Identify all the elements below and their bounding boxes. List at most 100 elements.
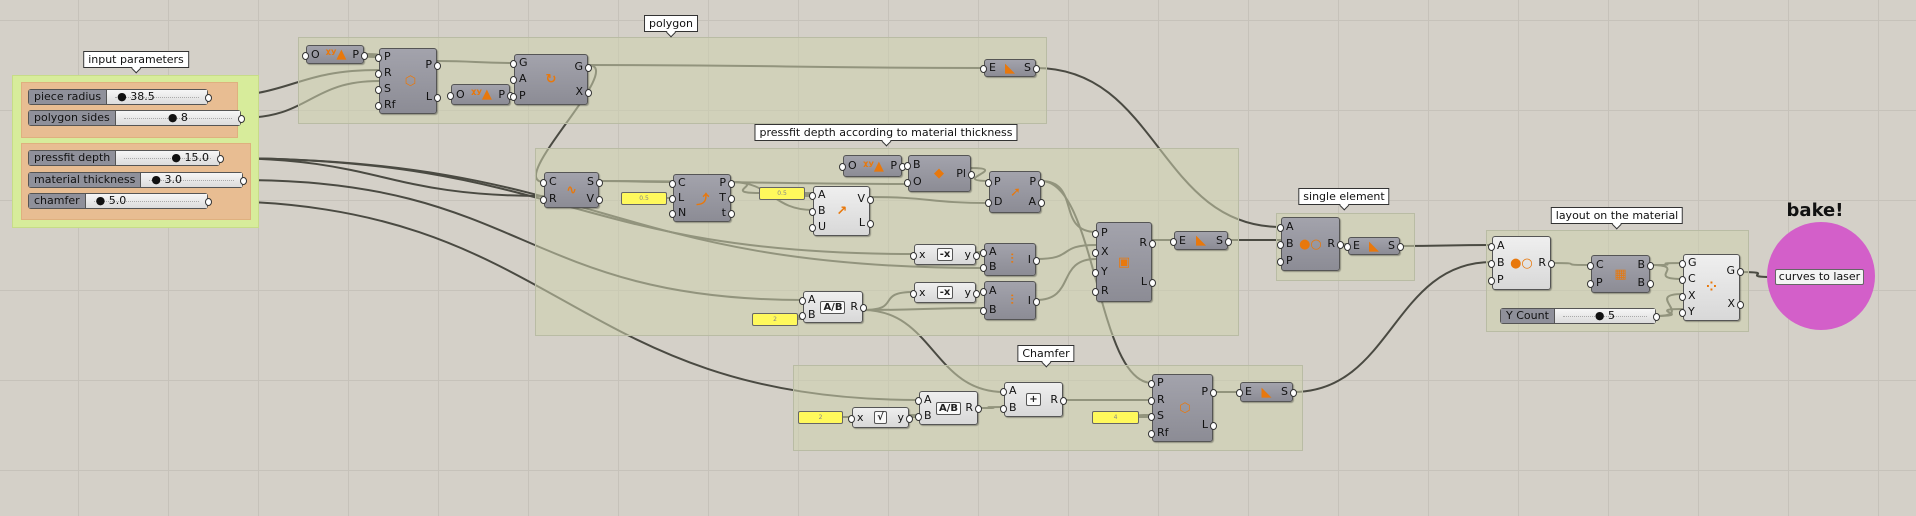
output-port-P[interactable]: P xyxy=(719,175,735,189)
output-port-R[interactable]: R xyxy=(1050,392,1067,406)
output-port-R[interactable]: R xyxy=(1327,237,1344,250)
input-port-B[interactable]: B xyxy=(808,204,826,217)
slider-polygon-sides[interactable]: polygon sides● 8 xyxy=(28,110,245,126)
output-port-X[interactable]: X xyxy=(1727,296,1744,310)
input-port-B[interactable]: B xyxy=(904,157,921,171)
output-port-V[interactable]: V xyxy=(586,191,603,205)
output-port-I[interactable]: I xyxy=(1027,293,1042,307)
slider-track[interactable]: ● 5.0 xyxy=(85,194,207,208)
input-port-P[interactable]: P xyxy=(1148,377,1169,389)
input-port-O[interactable]: O xyxy=(302,47,320,61)
output-port-I[interactable]: I xyxy=(1027,252,1042,266)
slider-track[interactable]: ● 8 xyxy=(115,111,240,125)
output-port-P[interactable]: P xyxy=(890,159,906,172)
slider-piece-radius[interactable]: piece radius● 38.5 xyxy=(28,89,212,105)
output-port-P[interactable]: P xyxy=(425,58,441,71)
output-port-R[interactable]: R xyxy=(965,401,982,414)
slider-track[interactable]: ● 38.5 xyxy=(107,90,207,104)
input-port-B[interactable]: B xyxy=(1277,236,1294,250)
input-port-x[interactable]: x xyxy=(848,410,864,424)
component-sqrt[interactable]: x√y xyxy=(848,407,912,428)
input-port-E[interactable]: E xyxy=(1236,385,1252,398)
panel-param-2[interactable]: 0.5 xyxy=(759,187,805,200)
component-explode-1[interactable]: E◣S xyxy=(980,59,1040,77)
output-port-B[interactable]: B xyxy=(1637,258,1654,271)
component-explode-4[interactable]: E◣S xyxy=(1236,382,1297,402)
input-port-X[interactable]: X xyxy=(1679,288,1696,302)
output-port-L[interactable]: L xyxy=(1140,274,1157,288)
output-port-S[interactable]: S xyxy=(1281,385,1297,398)
input-port-A[interactable]: A xyxy=(799,292,816,306)
panel-param-1[interactable]: 0.5 xyxy=(621,192,667,205)
input-port-E[interactable]: E xyxy=(1170,233,1186,247)
input-port-U[interactable]: U xyxy=(808,220,827,233)
input-port-O[interactable]: O xyxy=(447,87,465,101)
input-port-N[interactable]: N xyxy=(668,206,687,220)
input-port-A[interactable]: A xyxy=(808,188,826,201)
output-port-A[interactable]: A xyxy=(1028,195,1045,208)
component-explode-2[interactable]: E◣S xyxy=(1170,231,1232,250)
slider-track[interactable]: ● 15.0 xyxy=(116,151,219,165)
output-port-L[interactable]: L xyxy=(858,216,875,229)
output-port-t[interactable]: t xyxy=(721,206,737,220)
input-port-E[interactable]: E xyxy=(980,61,996,74)
input-port-x[interactable]: x xyxy=(910,285,926,299)
output-port-L[interactable]: L xyxy=(1201,417,1218,431)
input-port-A[interactable]: A xyxy=(980,284,997,298)
input-port-P[interactable]: P xyxy=(510,88,526,102)
input-port-P[interactable]: P xyxy=(375,51,396,63)
input-port-G[interactable]: G xyxy=(1679,256,1697,270)
input-port-S[interactable]: S xyxy=(1148,410,1169,422)
curves-to-laser-panel[interactable]: curves to laser xyxy=(1775,269,1864,285)
input-port-P[interactable]: P xyxy=(984,175,1001,188)
input-port-O[interactable]: O xyxy=(904,175,922,189)
output-port-R[interactable]: R xyxy=(1139,235,1156,249)
input-port-B[interactable]: B xyxy=(915,409,932,422)
output-port-P[interactable]: P xyxy=(498,87,514,101)
output-port-X[interactable]: X xyxy=(575,84,592,98)
output-port-L[interactable]: L xyxy=(425,90,442,103)
input-port-P[interactable]: P xyxy=(1488,273,1504,287)
slider-pressfit-depth[interactable]: pressfit depth● 15.0 xyxy=(28,150,224,166)
input-port-B[interactable]: B xyxy=(980,260,997,274)
slider-track[interactable]: ● 5 xyxy=(1554,309,1655,323)
input-port-P[interactable]: P xyxy=(1092,225,1108,239)
input-port-Y[interactable]: Y xyxy=(1092,264,1108,278)
input-port-A[interactable]: A xyxy=(1000,384,1017,398)
output-port-S[interactable]: S xyxy=(1216,233,1232,247)
output-port-G[interactable]: G xyxy=(1726,264,1744,278)
output-port-B[interactable]: B xyxy=(1637,276,1654,289)
input-port-C[interactable]: C xyxy=(668,175,686,189)
slider-material-thickness[interactable]: material thickness● 3.0 xyxy=(28,172,247,188)
input-port-A[interactable]: A xyxy=(915,393,932,406)
panel-sqrt-input[interactable]: 2 xyxy=(798,411,843,424)
input-port-A[interactable]: A xyxy=(510,72,527,86)
output-port-y[interactable]: y xyxy=(964,247,979,261)
output-port-S[interactable]: S xyxy=(1388,239,1404,252)
input-port-R[interactable]: R xyxy=(540,191,557,205)
output-port-y[interactable]: y xyxy=(897,410,912,424)
input-port-D[interactable]: D xyxy=(984,195,1003,208)
slider-chamfer[interactable]: chamfer● 5.0 xyxy=(28,193,212,209)
panel-segments[interactable]: 4 xyxy=(1092,411,1139,424)
input-port-Rf[interactable]: Rf xyxy=(375,98,396,111)
input-port-A[interactable]: A xyxy=(980,244,997,258)
slider-y-count[interactable]: Y Count● 5 xyxy=(1500,308,1660,324)
